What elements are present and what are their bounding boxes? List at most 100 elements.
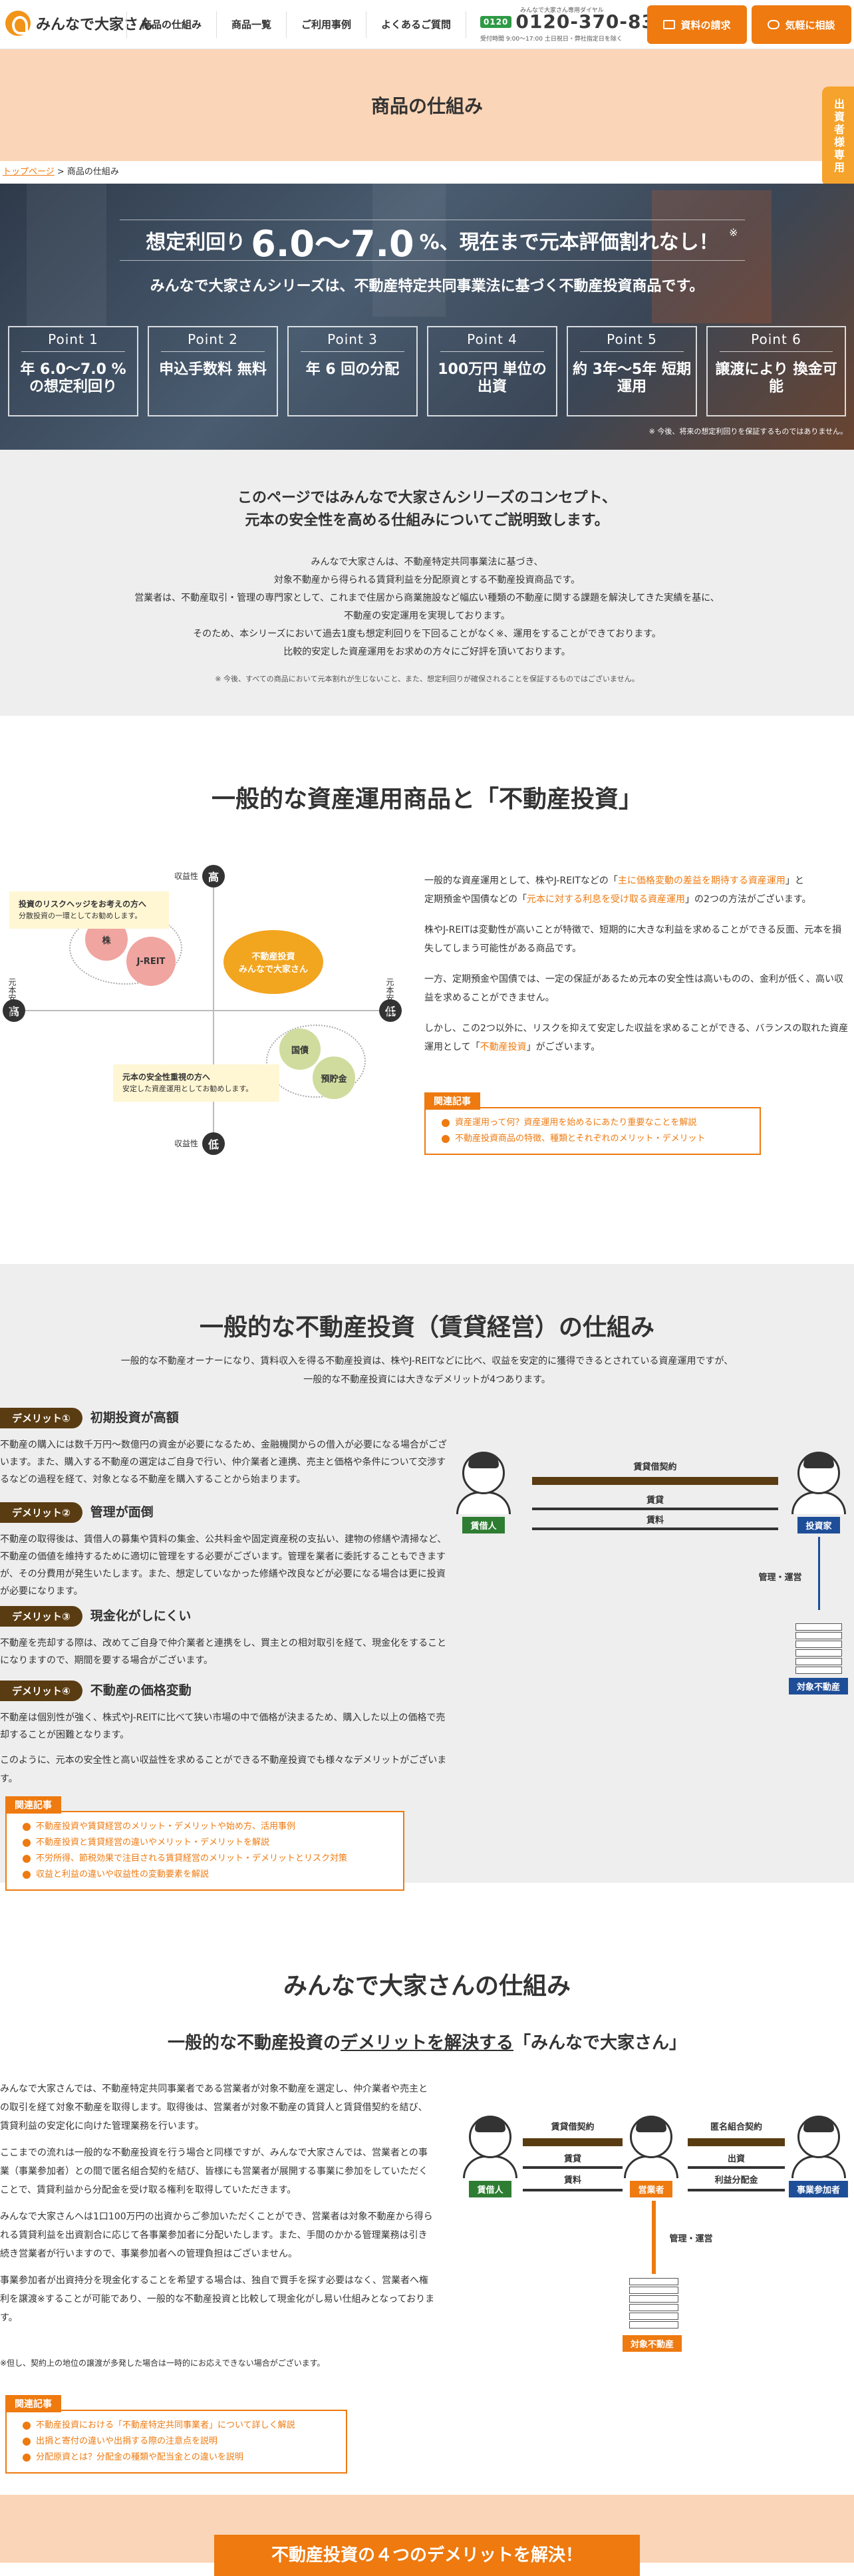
axis-safety-label-right: 元本安全性 <box>385 978 394 1018</box>
related-link[interactable]: 分配原資とは？分配金の種類や配当金との違いを説明 <box>23 2450 330 2466</box>
sec3-note: ※但し、契約上の地位の譲渡が多発した場合は一時的にお応えできない場合がございます… <box>0 2358 325 2368</box>
property-stack-icon <box>795 1623 842 1675</box>
sec2-related-box: 関連記事 不動産投資や賃貸経営のメリット・デメリットや始め方、活用事例不動産投資… <box>5 1796 404 1891</box>
management-arrow <box>652 2201 656 2274</box>
logo-mark-icon <box>5 11 31 36</box>
section-title-mechanism: みんなで大家さんの仕組み <box>283 1973 571 2000</box>
management-arrow <box>818 1537 820 1610</box>
fee-arrow <box>532 1528 778 1530</box>
real-estate-bubble: 不動産投資みんなで大家さん <box>223 930 323 994</box>
section-title-asset-management: 一般的な資産運用商品と「不動産投資」 <box>211 786 642 813</box>
tenant-figure: 賃借人 <box>463 2116 517 2197</box>
section-general-real-estate <box>0 1264 854 1883</box>
lease-arrow <box>523 2138 623 2146</box>
property-label: 対象不動産 <box>623 2333 682 2352</box>
axis-high-badge: 高 <box>202 865 225 887</box>
lease-arrow <box>532 1477 778 1485</box>
participant-figure: 事業参加者 <box>789 2116 849 2197</box>
intro-lead: このページではみんなで大家さんシリーズのコンセプト、元本の安全性を高める仕組みに… <box>237 490 617 529</box>
axis-low-right-badge: 低 <box>379 999 402 1022</box>
tenant-figure: 賃借人 <box>456 1452 511 1533</box>
breadcrumb-home[interactable]: トップページ <box>3 167 55 177</box>
related-link[interactable]: 不動産投資や賃貸経営のメリット・デメリットや始め方、活用事例 <box>23 1819 387 1835</box>
intro-body: みんなで大家さんは、不動産特定共同事業法に基づき、対象不動産から得られる賃貸利益… <box>134 557 720 657</box>
logo-text: みんなで大家さん <box>36 17 154 33</box>
callout-safety: 元本の安全性重視の方へ安定した資産運用としてお勧めします。 <box>113 1064 279 1102</box>
breadcrumb-current: 商品の仕組み <box>67 167 119 177</box>
freedial-icon: 0120 <box>480 15 512 28</box>
axis-high-left-badge: 高 <box>3 999 25 1022</box>
related-link[interactable]: 不労所得、節税効果で注目される賃貸経営のメリット・デメリットとリスク対策 <box>23 1851 387 1867</box>
related-link[interactable]: 不動産投資における「不動産特定共同事業者」について詳しく解説 <box>23 2418 330 2434</box>
nav-item-products[interactable]: 商品一覧 <box>216 11 286 38</box>
related-link[interactable]: 出捐と寄付の違いや出捐する際の注意点を説明 <box>23 2434 330 2450</box>
sec1-paragraphs: 一般的な資産運用として、株やJ-REITなどの「主に価格変動の差益を期待する資産… <box>424 876 849 1052</box>
cta-button[interactable]: 不動産投資の４つのデメリットを解決！ <box>214 2535 640 2576</box>
sec1-related-box: 関連記事 資産運用って何？資産運用を始めるにあたり重要なことを解説不動産投資商品… <box>424 1092 761 1155</box>
sec2-subtitle: 一般的な不動産オーナーになり、賃料収入を得る不動産投資は、株やJ-REITなどに… <box>120 1356 734 1385</box>
sec3-paragraphs: みんなで大家さんでは、不動産特定共同事業者である営業者が対象不動産を選定し、仲介… <box>0 2084 435 2323</box>
main-nav: 商品の仕組み 商品一覧 ご利用事例 よくあるご質問 <box>126 0 467 49</box>
property-label: 対象不動産 <box>789 1675 849 1694</box>
operator-figure: 営業者 <box>624 2116 678 2197</box>
tel-hours: 受付時間 9:00～17:00 土日祝日・弊社指定日を除く <box>480 36 623 43</box>
document-icon <box>663 20 676 29</box>
jreit-bubble: J-REIT <box>126 937 176 986</box>
investor-only-tab[interactable]: 出資者様専用 <box>822 86 854 186</box>
risk-return-diagram: 高 収益性 低 収益性 高 元本安全性 低 元本安全性 株 J-REIT 不動産… <box>0 865 412 1158</box>
rent-arrow <box>523 2166 623 2169</box>
cta-band: 不動産投資の４つのデメリットを解決！ <box>0 2495 854 2576</box>
anon-partnership-arrow <box>688 2138 785 2146</box>
section-subtitle-mechanism: 一般的な不動産投資のデメリットを解決する「みんなで大家さん」 <box>167 2033 687 2053</box>
hero-subline: みんなで大家さんシリーズは、不動産特定共同事業法に基づく不動産投資商品です。 <box>150 278 704 295</box>
hero-note: ※ 今後、将来の想定利回りを保証するものではありません。 <box>648 427 847 436</box>
sec3-related-box: 関連記事 不動産投資における「不動産特定共同事業者」について詳しく解説出捐と寄付… <box>5 2395 347 2474</box>
related-link[interactable]: 資産運用って何？資産運用を始めるにあたり重要なことを解説 <box>442 1115 744 1131</box>
deposit-bubble: 預貯金 <box>313 1056 355 1099</box>
related-link[interactable]: 不動産投資と賃貸経営の違いやメリット・デメリットを解説 <box>23 1835 387 1851</box>
section-title-general-investment: 一般的な不動産投資（賃貸経営）の仕組み <box>199 1314 654 1341</box>
dist-arrow <box>688 2189 785 2191</box>
bond-bubble: 国債 <box>279 1029 321 1070</box>
chat-icon <box>768 20 780 29</box>
invest-arrow <box>688 2166 785 2169</box>
investor-figure: 投資家 <box>791 1452 846 1533</box>
site-header: みんなで大家さん 商品の仕組み 商品一覧 ご利用事例 よくあるご質問 みんなで大… <box>0 0 854 49</box>
axis-profit-label-top: 収益性 <box>174 872 199 881</box>
nav-item-cases[interactable]: ご利用事例 <box>286 11 366 38</box>
axis-profit-label-bottom: 収益性 <box>174 1139 199 1148</box>
fee-arrow <box>523 2189 623 2191</box>
intro-disclaimer: ※ 今後、すべての商品において元本割れが生じないこと、また、想定利回りが確保され… <box>215 675 639 683</box>
axis-safety-label-left: 元本安全性 <box>7 978 17 1018</box>
breadcrumb: トップページ > 商品の仕組み <box>3 167 119 177</box>
related-tag: 関連記事 <box>424 1092 480 1110</box>
callout-risk-hedge: 投資のリスクヘッジをお考えの方へ分散投資の一環としてお勧めします。 <box>9 891 169 929</box>
site-logo[interactable]: みんなで大家さん <box>5 11 153 36</box>
consult-button[interactable]: 気軽に相談 <box>752 5 851 44</box>
page-title: 商品の仕組み <box>0 49 854 161</box>
related-link[interactable]: 収益と利益の違いや収益性の変動要素を解説 <box>23 1867 387 1883</box>
nav-item-mechanism[interactable]: 商品の仕組み <box>126 11 216 38</box>
sec2-closing: このように、元本の安全性と高い収益性を求めることができる不動産投資でも様々なデメ… <box>0 1755 447 1784</box>
nav-item-faq[interactable]: よくあるご質問 <box>366 11 467 38</box>
property-stack-icon <box>629 2278 678 2330</box>
rent-arrow <box>532 1508 778 1510</box>
tel-small-label: みんなで大家さん専用ダイヤル <box>520 7 604 14</box>
intro-section: このページではみんなで大家さんシリーズのコンセプト、元本の安全性を高める仕組みに… <box>0 450 854 716</box>
request-docs-button[interactable]: 資料の請求 <box>647 5 747 44</box>
related-link[interactable]: 不動産投資商品の特徴、種類とそれぞれのメリット・デメリット <box>442 1131 744 1147</box>
axis-low-badge: 低 <box>202 1132 225 1155</box>
